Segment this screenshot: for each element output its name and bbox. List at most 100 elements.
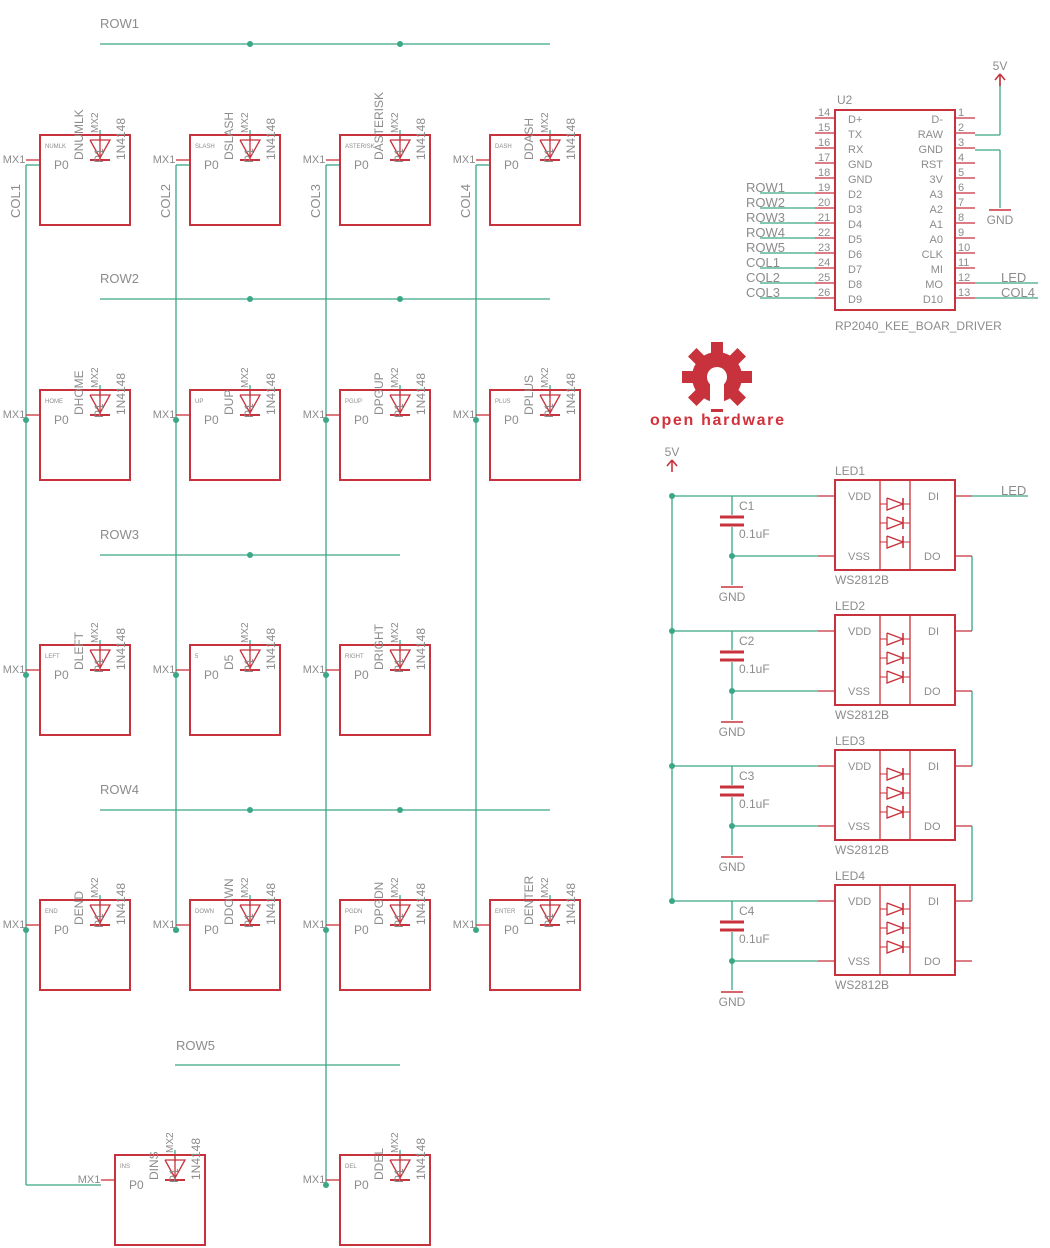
led-part: WS2812B	[835, 708, 889, 722]
led-diode	[886, 535, 905, 549]
diode-ref: DPLUS	[522, 375, 536, 415]
mcu-net-label: ROW2	[746, 195, 785, 210]
logo-gear-gap	[710, 381, 724, 409]
mx1-label: MX1	[453, 154, 476, 166]
gnd-label: GND	[719, 725, 746, 739]
mx1-label: MX1	[303, 1174, 326, 1186]
led-pin-name: VSS	[848, 821, 870, 833]
mcu-value: RP2040_KEE_BOAR_DRIVER	[835, 319, 1002, 333]
mcu-pin-number: 4	[958, 152, 964, 164]
led-ref: LED4	[835, 869, 865, 883]
mcu-pin-number: 1	[958, 107, 964, 119]
junction-dot	[323, 927, 329, 933]
mx1-label: MX1	[153, 919, 176, 931]
column-label: COL4	[458, 184, 473, 218]
led-diode	[886, 516, 905, 530]
diode-ref: DHOME	[72, 370, 86, 415]
vcc-label: 5V	[993, 59, 1008, 73]
p1-label: P1	[392, 403, 406, 418]
p0-label: P0	[129, 1178, 144, 1192]
mcu-pin-number: 12	[958, 272, 970, 284]
p0-label: P0	[54, 923, 69, 937]
junction-dot	[23, 927, 29, 933]
row-label: ROW3	[100, 527, 139, 542]
mcu-pin-name: D8	[848, 279, 862, 291]
mcu-pin-number: 24	[818, 257, 830, 269]
led-part: WS2812B	[835, 843, 889, 857]
p1-label: P1	[392, 148, 406, 163]
mcu-pin-name: D3	[848, 204, 862, 216]
mx2-label: MX2	[240, 622, 251, 643]
key-label: PGUP	[345, 399, 362, 405]
mcu-pin-name: MI	[931, 264, 943, 276]
mx2-label: MX2	[90, 877, 101, 898]
key-switch-6	[339, 389, 431, 481]
p1-label: P1	[92, 403, 106, 418]
led-pin-name: VDD	[848, 896, 871, 908]
key-switch-5	[189, 389, 281, 481]
mcu-pin-name: A0	[930, 234, 943, 246]
diode-value: 1N4148	[114, 373, 128, 415]
mx1-label: MX1	[303, 409, 326, 421]
mcu-pin-name: D+	[848, 114, 862, 126]
junction-dot	[23, 672, 29, 678]
p1-label: P1	[242, 658, 256, 673]
mcu-pin-number: 8	[958, 212, 964, 224]
key-switch-3	[489, 134, 581, 226]
diode-value: 1N4148	[414, 628, 428, 670]
cap-value: 0.1uF	[739, 662, 770, 676]
p1-label: P1	[392, 658, 406, 673]
diode-ref: DRIGHT	[372, 623, 386, 670]
mcu-pin-name: A1	[930, 219, 943, 231]
led-pin-name: DO	[924, 956, 941, 968]
supply-arrow	[999, 73, 1006, 81]
key-label: UP	[195, 399, 203, 405]
gnd-label: GND	[719, 860, 746, 874]
key-label: ASTERISK	[345, 144, 375, 150]
column-label: COL2	[158, 184, 173, 218]
cap-value: 0.1uF	[739, 797, 770, 811]
mcu-pin-number: 17	[818, 152, 830, 164]
mx2-label: MX2	[540, 877, 551, 898]
mcu-net-label: ROW5	[746, 240, 785, 255]
supply-arrow	[671, 459, 678, 467]
key-switch-4	[39, 389, 131, 481]
mx2-label: MX2	[90, 622, 101, 643]
junction-dot	[669, 493, 675, 499]
led-net-label: LED	[1001, 483, 1026, 498]
mcu-pin-name: GND	[848, 174, 873, 186]
open-hardware-logo	[682, 342, 752, 412]
mcu-net-label: ROW4	[746, 225, 785, 240]
mx2-label: MX2	[540, 367, 551, 388]
mx1-label: MX1	[3, 154, 26, 166]
diode-ref: DSLASH	[222, 112, 236, 160]
mx1-label: MX1	[153, 154, 176, 166]
p1-label: P1	[92, 913, 106, 928]
p0-label: P0	[354, 923, 369, 937]
cap-ref: C3	[739, 769, 755, 783]
mcu-net-label: ROW1	[746, 180, 785, 195]
diode-ref: DUP	[222, 390, 236, 415]
mcu-pin-number: 20	[818, 197, 830, 209]
led-diode	[886, 651, 905, 665]
mx2-label: MX2	[540, 112, 551, 133]
mcu-pin-number: 14	[818, 107, 830, 119]
mcu-pin-number: 23	[818, 242, 830, 254]
mx2-label: MX2	[390, 367, 401, 388]
led-part: WS2812B	[835, 978, 889, 992]
mx2-label: MX2	[390, 622, 401, 643]
p0-label: P0	[204, 668, 219, 682]
gnd-label: GND	[987, 213, 1014, 227]
key-switch-16	[339, 1154, 431, 1246]
diode-value: 1N4148	[414, 373, 428, 415]
junction-dot	[247, 807, 253, 813]
junction-dot	[323, 672, 329, 678]
key-label: SLASH	[195, 144, 215, 150]
mcu-pin-name: D10	[923, 294, 943, 306]
led-diode	[886, 670, 905, 684]
diode-value: 1N4148	[564, 373, 578, 415]
p1-label: P1	[392, 1168, 406, 1183]
key-label: INS	[120, 1164, 130, 1170]
diode-ref: DENTER	[522, 875, 536, 925]
